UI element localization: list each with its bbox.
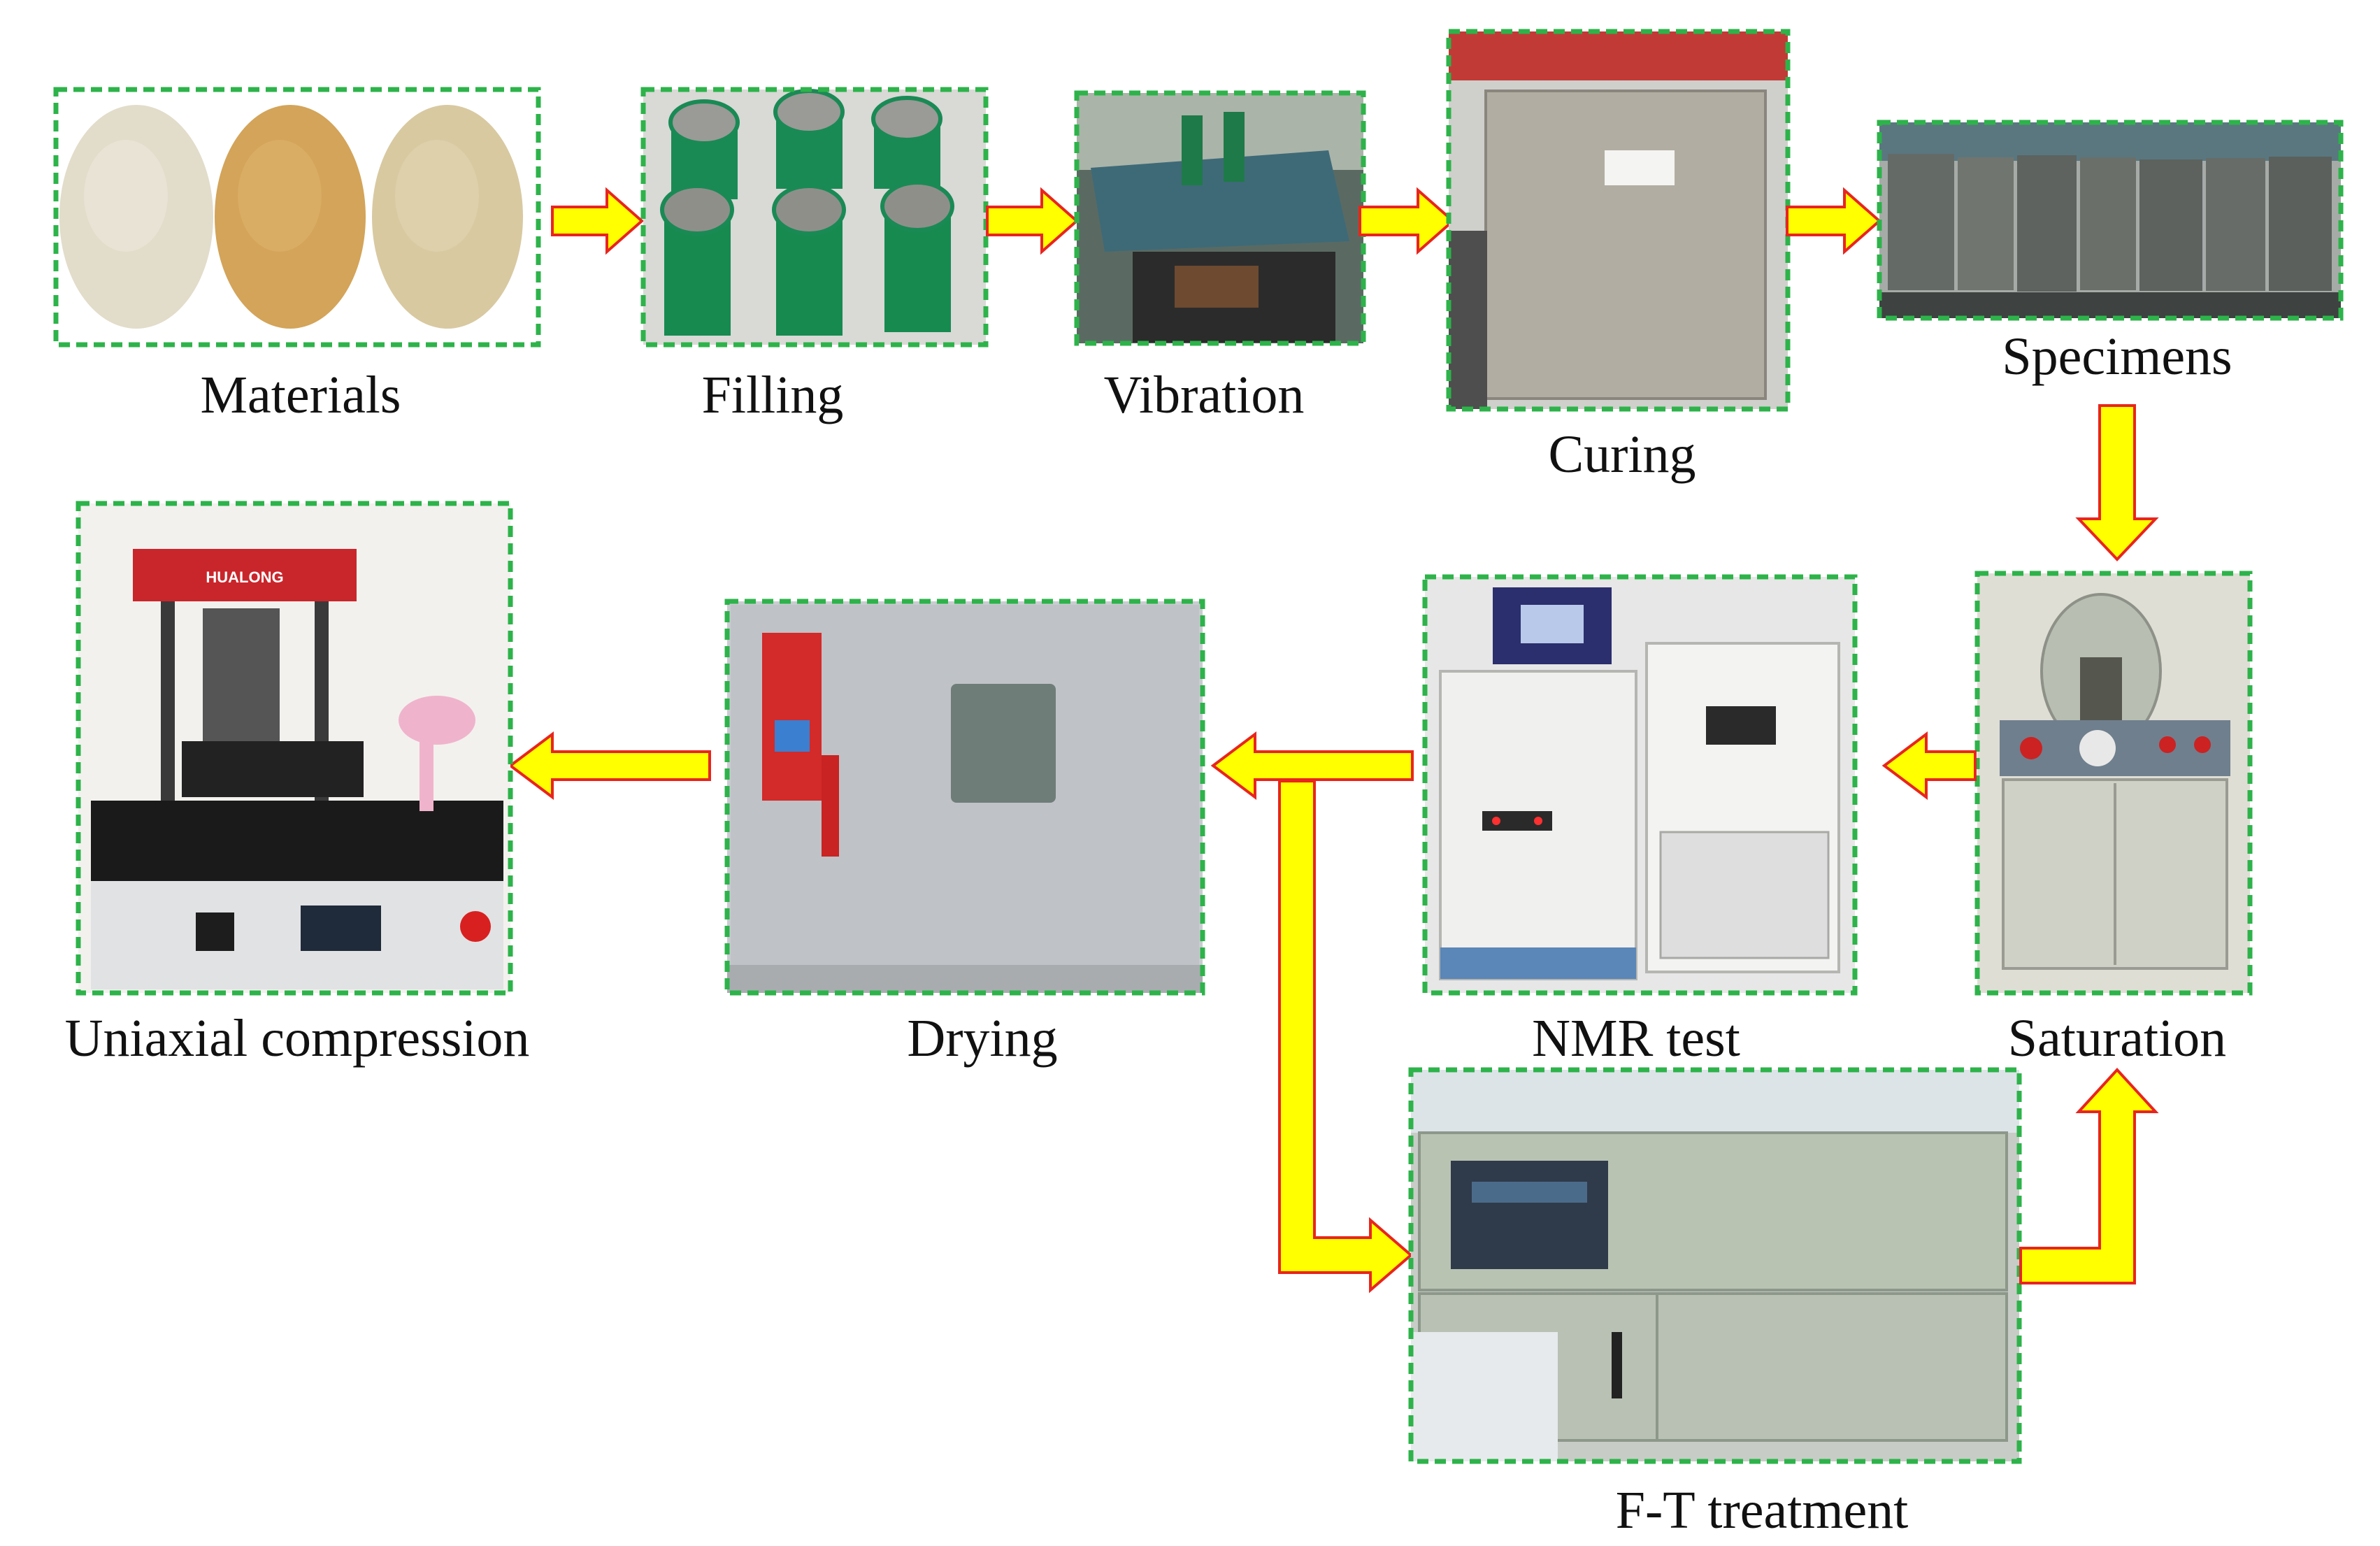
arrow-drying-to-uniaxial [508, 731, 711, 800]
uniaxial-compression-label: Uniaxial compression [65, 1009, 530, 1068]
nmr-test-frame [1422, 574, 1858, 996]
curing-chamber-sticker [1605, 150, 1675, 185]
arrow-materials-to-filling [551, 187, 645, 255]
arrow-vibration-to-curing [1359, 187, 1456, 255]
ft-control-panel [1451, 1161, 1608, 1269]
materials-frame [53, 87, 541, 348]
materials-photo [53, 87, 541, 348]
curing-photo [1446, 29, 1791, 412]
arrow-curing-to-specimens [1786, 187, 1882, 255]
curing-label: Curing [1548, 425, 1696, 484]
specimens-frame [1877, 120, 2344, 321]
drying-photo [724, 599, 1205, 996]
filling-label: Filling [702, 366, 844, 424]
mold-cylinder [660, 89, 954, 336]
uniaxial-compression-photo: HUALONG [76, 501, 513, 996]
drying-label: Drying [907, 1009, 1057, 1068]
press-brand-text: HUALONG [206, 568, 283, 586]
vibration-label: Vibration [1104, 366, 1305, 424]
vibration-table [1091, 150, 1349, 252]
specimens-label: Specimens [2002, 327, 2232, 386]
materials-label: Materials [200, 366, 401, 424]
saturation-photo [1974, 571, 2253, 996]
press-control-panel [91, 881, 503, 989]
drying-oven-window [951, 684, 1056, 803]
specimens-photo [1877, 120, 2344, 321]
arrow-saturation-to-nmr [1881, 731, 1977, 800]
ft-treatment-label: F-T treatment [1616, 1481, 1909, 1540]
nmr-test-photo [1422, 574, 1858, 996]
saturation-label: Saturation [2008, 1009, 2226, 1068]
drying-control-panel [762, 633, 822, 801]
nmr-test-label: NMR test [1532, 1009, 1740, 1068]
filling-frame [640, 87, 989, 348]
arrow-ft-treatment-to-saturation [2019, 1068, 2159, 1284]
arrow-filling-to-vibration [986, 187, 1080, 255]
uniaxial-compression-frame [76, 501, 513, 996]
specimen-blocks [1888, 154, 2332, 292]
saturation-frame [1974, 571, 2253, 996]
ft-treatment-photo [1408, 1067, 2022, 1464]
drying-frame [724, 599, 1205, 996]
arrow-nmr-branch-to-ft-treatment [1278, 780, 1414, 1294]
press-base [91, 801, 503, 881]
curing-chamber-door [1484, 90, 1767, 400]
press-platen [203, 608, 280, 748]
filling-photo [640, 87, 989, 348]
vibration-photo [1074, 90, 1366, 346]
arrow-nmr-to-drying [1210, 731, 1414, 800]
arrow-specimens-to-saturation [2075, 404, 2159, 561]
press-crossbeam [133, 549, 357, 601]
